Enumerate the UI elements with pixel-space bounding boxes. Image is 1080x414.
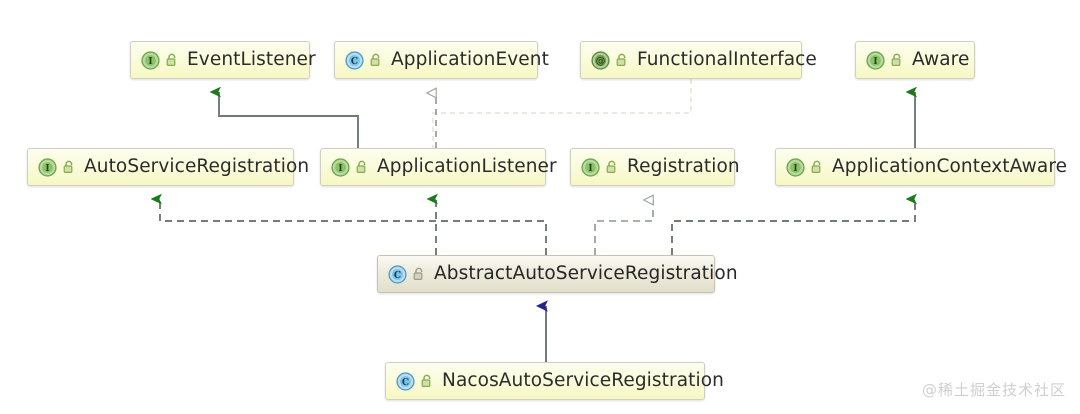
interface-icon: I (581, 157, 600, 177)
class-node-label: AbstractAutoServiceRegistration (434, 262, 738, 284)
svg-text:C: C (351, 57, 358, 67)
class-node-registration[interactable]: I Registration (570, 148, 740, 186)
edge-applicationlistener-functionalinterface (432, 79, 692, 148)
lock-icon (165, 53, 178, 68)
class-node-abstractautoserviceregistration[interactable]: C AbstractAutoServiceRegistration (377, 255, 738, 293)
interface-icon: I (141, 50, 160, 70)
lock-icon (369, 53, 382, 68)
class-node-eventlistener[interactable]: I EventListener (130, 41, 316, 79)
interface-icon: I (866, 50, 885, 70)
lock-icon (615, 53, 628, 68)
interface-icon: I (786, 157, 805, 177)
svg-text:@: @ (596, 56, 606, 67)
class-node-nacosautoserviceregistration[interactable]: C NacosAutoServiceRegistration (385, 362, 724, 400)
class-node-label: ApplicationListener (377, 155, 557, 177)
class-node-aware[interactable]: I Aware (855, 41, 975, 79)
class-node-label: FunctionalInterface (637, 48, 817, 70)
class-node-applicationevent[interactable]: C ApplicationEvent (334, 41, 549, 79)
lock-icon (890, 53, 903, 68)
class-node-label: AutoServiceRegistration (84, 155, 310, 177)
class-node-label: Registration (627, 155, 740, 177)
svg-text:I: I (338, 164, 342, 174)
svg-text:I: I (45, 164, 49, 174)
edge-abstract-applicationcontextaware (671, 199, 915, 255)
class-node-autoserviceregistration[interactable]: I AutoServiceRegistration (27, 148, 309, 186)
lock-icon (412, 267, 425, 282)
svg-text:C: C (402, 378, 409, 388)
class-node-applicationcontextaware[interactable]: I ApplicationContextAware (775, 148, 1067, 186)
edge-applicationlistener-eventlistener (219, 92, 359, 148)
class-node-label: Aware (912, 48, 970, 70)
class-node-label: ApplicationContextAware (832, 155, 1068, 177)
interface-icon: I (38, 157, 57, 177)
class-node-label: NacosAutoServiceRegistration (442, 369, 724, 391)
lock-icon (420, 374, 433, 389)
class-node-label: ApplicationEvent (391, 48, 549, 70)
svg-text:I: I (793, 164, 797, 174)
svg-text:I: I (873, 57, 877, 67)
class-icon: C (345, 50, 364, 70)
edge-abstract-registration (594, 194, 654, 255)
lock-icon (810, 160, 823, 175)
svg-text:C: C (394, 271, 401, 281)
edge-abstract-autoserviceregistration (160, 199, 547, 255)
watermark: @稀土掘金技术社区 (921, 381, 1066, 399)
annotation-icon: @ (591, 50, 610, 70)
class-icon: C (396, 371, 415, 391)
interface-icon: I (331, 157, 350, 177)
svg-text:I: I (148, 57, 152, 67)
class-node-applicationlistener[interactable]: I ApplicationListener (320, 148, 557, 186)
lock-icon (355, 160, 368, 175)
lock-icon (62, 160, 75, 175)
class-node-functionalinterface[interactable]: @ FunctionalInterface (580, 41, 817, 79)
class-icon: C (388, 264, 407, 284)
class-node-label: EventListener (187, 48, 316, 70)
svg-text:I: I (588, 164, 592, 174)
lock-icon (605, 160, 618, 175)
